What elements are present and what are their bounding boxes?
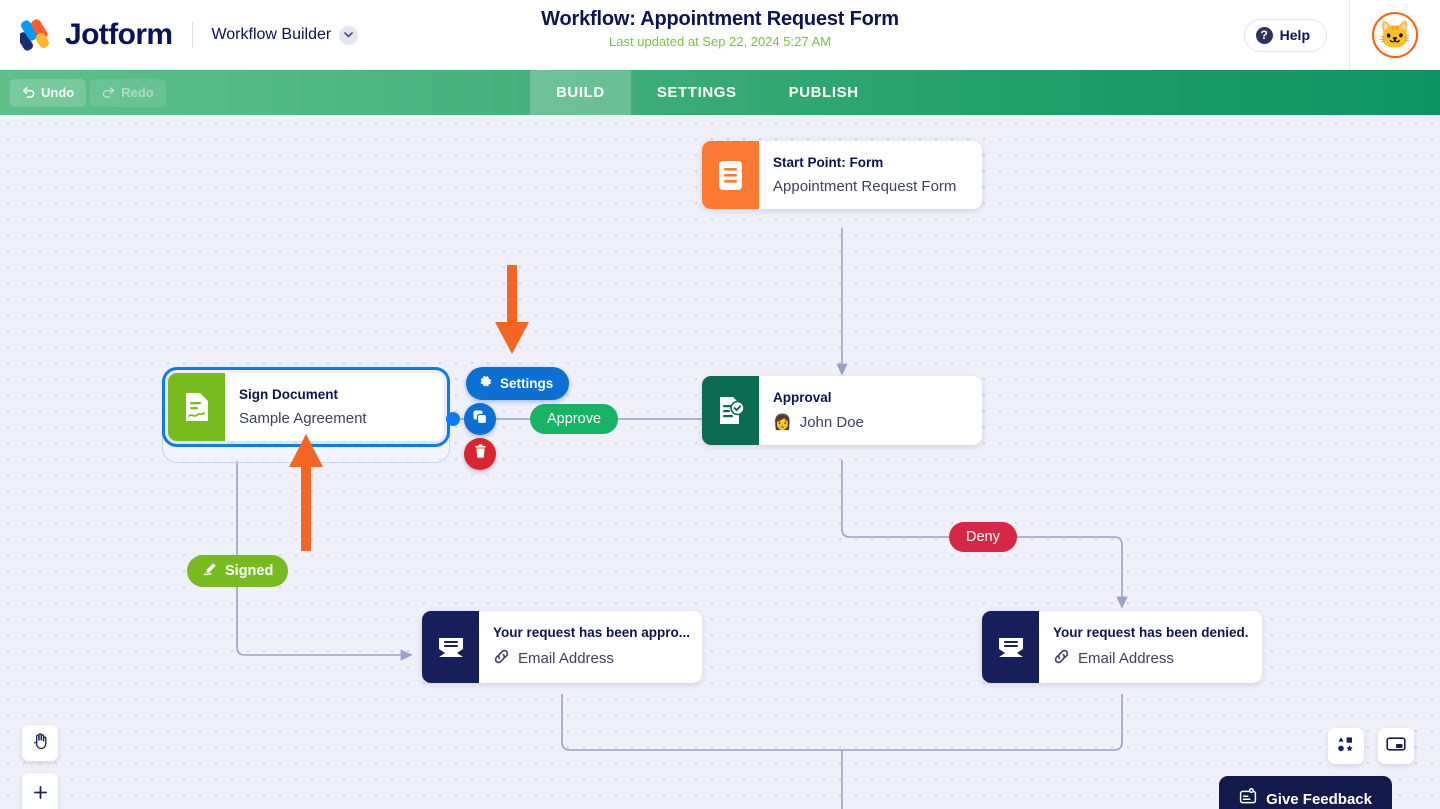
brand-logo[interactable]: Jotform: [0, 18, 173, 52]
node-subtitle: John Doe: [799, 413, 864, 431]
workflow-canvas[interactable]: Start Point: Form Appointment Request Fo…: [0, 115, 1440, 809]
duplicate-button[interactable]: [464, 403, 496, 435]
settings-button-label: Settings: [500, 376, 554, 391]
give-feedback-button[interactable]: Give Feedback: [1219, 776, 1392, 809]
minimap-icon: [1386, 736, 1406, 757]
builder-toolbar: Undo Redo BUILD SETTINGS PUBLISH: [0, 70, 1440, 115]
assignee-avatar-emoji: 👩: [773, 414, 792, 431]
edge-label-signed[interactable]: Signed: [187, 555, 289, 587]
header-right-controls: ? Help 🐱: [1243, 0, 1440, 70]
node-title: Your request has been appro...: [493, 625, 691, 640]
undo-button[interactable]: Undo: [10, 78, 87, 107]
avatar-emoji: 🐱: [1378, 19, 1412, 50]
node-approval[interactable]: Approval 👩 John Doe: [702, 376, 982, 445]
zoom-controls: 100%: [22, 773, 58, 809]
brand-name: Jotform: [65, 18, 173, 51]
node-start-point-body: Start Point: Form Appointment Request Fo…: [759, 141, 974, 209]
header-divider: [192, 22, 194, 48]
avatar[interactable]: 🐱: [1372, 12, 1418, 58]
pen-signature-icon: [202, 561, 218, 581]
node-title: Start Point: Form: [773, 155, 884, 170]
connector-edges: [236, 228, 1128, 809]
delete-button[interactable]: [464, 438, 496, 470]
approval-check-icon: [702, 376, 759, 445]
node-title: Sign Document: [239, 387, 339, 402]
tab-build[interactable]: BUILD: [530, 70, 631, 115]
help-button-label: Help: [1279, 27, 1310, 43]
redo-arrow-icon: [102, 85, 115, 101]
hand-icon: [31, 731, 50, 755]
node-subtitle: Sample Agreement: [239, 410, 367, 427]
give-feedback-label: Give Feedback: [1266, 790, 1372, 808]
node-output-port[interactable]: [446, 412, 460, 426]
signed-document-icon: [168, 373, 225, 441]
link-icon: [493, 648, 510, 669]
zoom-in-button[interactable]: [25, 777, 55, 807]
history-controls: Undo Redo: [0, 78, 166, 107]
form-document-icon: [702, 141, 759, 209]
edge-label-signed-text: Signed: [225, 563, 274, 579]
node-subtitle-row: Email Address: [1053, 648, 1249, 669]
feedback-card-icon: [1239, 788, 1257, 809]
node-email-approved-body: Your request has been appro... Email Add…: [479, 611, 702, 683]
settings-button[interactable]: Settings: [466, 367, 570, 400]
node-subtitle: Email Address: [518, 650, 614, 667]
pan-tool-button[interactable]: [22, 725, 58, 761]
node-subtitle-row: Email Address: [493, 648, 690, 669]
node-subtitle: Appointment Request Form: [773, 178, 957, 195]
node-email-denied[interactable]: Your request has been denied. Email Addr…: [982, 611, 1262, 683]
node-subtitle-row: 👩 John Doe: [773, 413, 864, 432]
envelope-icon: [422, 611, 479, 683]
question-mark-icon: ?: [1255, 26, 1273, 44]
edge-label-approve[interactable]: Approve: [530, 404, 619, 434]
node-title: Your request has been denied.: [1053, 625, 1249, 640]
app-header: Jotform Workflow Builder Workflow: Appoi…: [0, 0, 1440, 70]
copy-icon: [472, 409, 488, 430]
product-name: Workflow Builder: [211, 26, 332, 43]
trash-icon: [473, 444, 488, 464]
node-email-approved[interactable]: Your request has been appro... Email Add…: [422, 611, 702, 683]
redo-button[interactable]: Redo: [90, 78, 166, 107]
envelope-icon: [982, 611, 1039, 683]
node-title: Approval: [773, 390, 832, 405]
header-divider-2: [1349, 0, 1350, 70]
node-email-denied-body: Your request has been denied. Email Addr…: [1039, 611, 1262, 683]
undo-label: Undo: [41, 85, 75, 100]
node-sign-document-body: Sign Document Sample Agreement: [225, 373, 385, 441]
tab-publish[interactable]: PUBLISH: [788, 84, 859, 101]
builder-tabs: BUILD SETTINGS PUBLISH: [530, 70, 885, 115]
shapes-panel-button[interactable]: [1328, 728, 1364, 764]
node-sign-document[interactable]: Sign Document Sample Agreement: [162, 367, 450, 447]
tab-settings[interactable]: SETTINGS: [656, 84, 737, 101]
node-subtitle: Email Address: [1078, 650, 1174, 667]
shapes-icon: [1337, 735, 1355, 758]
gear-icon: [479, 375, 493, 392]
jotform-logo-icon: [17, 18, 56, 52]
redo-label: Redo: [121, 85, 154, 100]
canvas-view-controls: [1328, 728, 1414, 764]
undo-arrow-icon: [22, 85, 35, 101]
help-button[interactable]: ? Help: [1243, 18, 1327, 52]
link-icon: [1053, 648, 1070, 669]
minimap-button[interactable]: [1378, 728, 1414, 764]
node-start-point[interactable]: Start Point: Form Appointment Request Fo…: [702, 141, 982, 209]
node-approval-body: Approval 👩 John Doe: [759, 376, 882, 445]
chevron-down-icon[interactable]: [339, 25, 359, 45]
edge-label-deny[interactable]: Deny: [949, 522, 1017, 552]
